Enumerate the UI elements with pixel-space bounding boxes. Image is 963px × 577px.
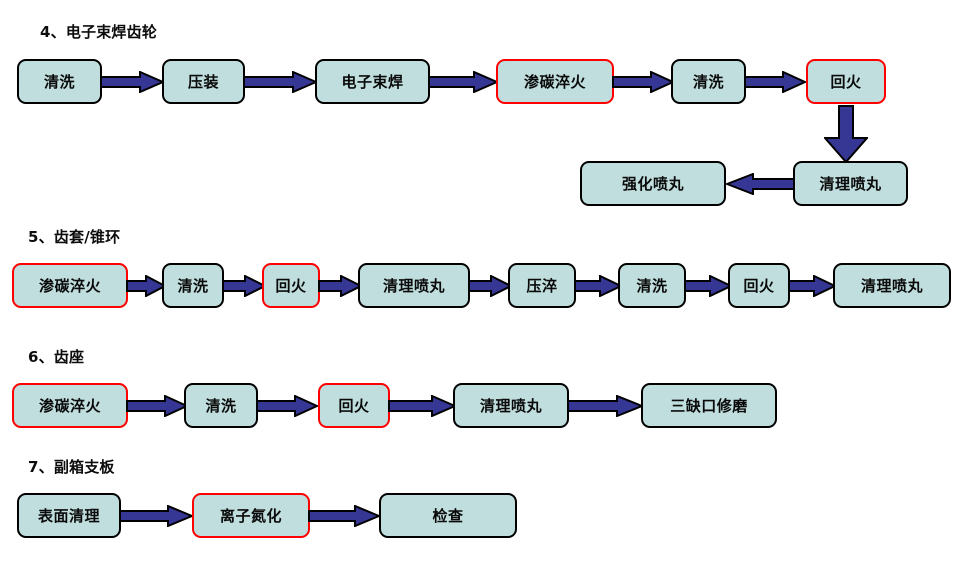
arrow-right-s5-1	[126, 275, 166, 297]
node-qingxi-s5-2[interactable]: 清洗	[618, 263, 686, 308]
node-huihuo-s5-2[interactable]: 回火	[728, 263, 790, 308]
arrow-right-s6-2	[256, 395, 318, 417]
arrow-right-s5-2	[222, 275, 266, 297]
arrow-right-s7-2	[308, 505, 380, 527]
arrow-right-s6-3	[388, 395, 456, 417]
node-huihuo-s6[interactable]: 回火	[318, 383, 390, 428]
node-jiancha[interactable]: 检查	[379, 493, 517, 538]
node-sanquekouxiumo[interactable]: 三缺口修磨	[641, 383, 777, 428]
arrow-right-s5-5	[574, 275, 622, 297]
arrow-right-s5-7	[788, 275, 836, 297]
arrow-right-s5-6	[684, 275, 732, 297]
section-title-6: 6、齿座	[28, 348, 85, 366]
node-liziandanhua[interactable]: 离子氮化	[192, 493, 310, 538]
arrow-right-s7-1	[119, 505, 193, 527]
node-qingxi-s5-1[interactable]: 清洗	[162, 263, 224, 308]
arrow-right-s4-1	[100, 71, 164, 93]
section-title-4: 4、电子束焊齿轮	[40, 23, 158, 41]
arrow-left-s4	[726, 173, 796, 195]
node-qinglipenwan-s5-2[interactable]: 清理喷丸	[833, 263, 951, 308]
node-qinglipenwan-s4[interactable]: 清理喷丸	[793, 161, 908, 206]
arrow-right-s4-5	[744, 71, 806, 93]
arrow-right-s4-2	[243, 71, 317, 93]
node-qingxi-s6[interactable]: 清洗	[184, 383, 258, 428]
arrow-right-s4-3	[428, 71, 498, 93]
node-shentancuihuo-s6[interactable]: 渗碳淬火	[12, 383, 128, 428]
node-huihuo-s4[interactable]: 回火	[806, 59, 886, 104]
arrow-right-s5-3	[318, 275, 362, 297]
node-qianghuapenwan[interactable]: 强化喷丸	[580, 161, 726, 206]
node-biaomianqingli[interactable]: 表面清理	[17, 493, 121, 538]
node-qinglipenwan-s5-1[interactable]: 清理喷丸	[358, 263, 470, 308]
node-shentancuihuo-s5[interactable]: 渗碳淬火	[12, 263, 128, 308]
arrow-down-s4	[824, 105, 868, 163]
node-qinglipenwan-s6[interactable]: 清理喷丸	[453, 383, 569, 428]
arrow-right-s6-4	[567, 395, 643, 417]
node-yazhuang[interactable]: 压装	[162, 59, 245, 104]
node-qingxi-2[interactable]: 清洗	[671, 59, 746, 104]
node-huihuo-s5-1[interactable]: 回火	[262, 263, 320, 308]
node-yacui[interactable]: 压淬	[508, 263, 576, 308]
section-title-5: 5、齿套/锥环	[28, 228, 121, 246]
node-shentancuihuo-s4[interactable]: 渗碳淬火	[496, 59, 614, 104]
section-title-7: 7、副箱支板	[28, 458, 115, 476]
arrow-right-s5-4	[468, 275, 512, 297]
arrow-right-s4-4	[612, 71, 674, 93]
arrow-right-s6-1	[126, 395, 188, 417]
node-dianzishuhan[interactable]: 电子束焊	[315, 59, 430, 104]
node-qingxi-1[interactable]: 清洗	[17, 59, 102, 104]
